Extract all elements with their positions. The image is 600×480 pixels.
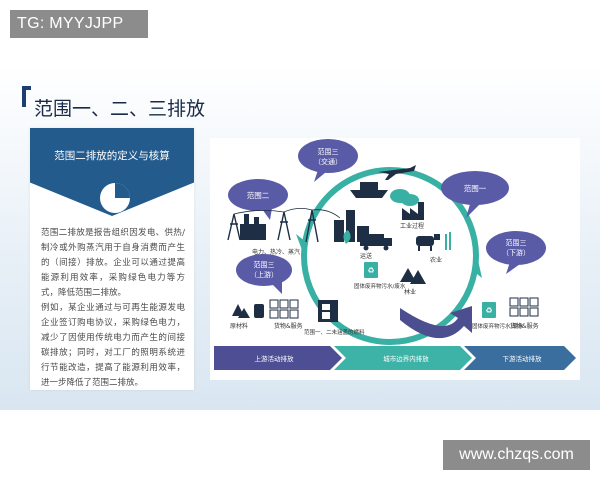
bubble-scope3-downstream-line2: （下游） <box>502 248 530 257</box>
bubble-scope3-upstream-line1: 范围三 <box>254 260 275 269</box>
arrow-company-label: 城市边界内排放 <box>383 354 429 363</box>
bubble-scope2-label: 范围二 <box>247 190 270 200</box>
bubble-scope1: 范围一 <box>441 171 509 218</box>
panel-title: 范围二排放的定义与核算 <box>54 150 170 162</box>
watermark-top: TG: MYYJJPP <box>10 10 148 38</box>
cow-icon <box>416 234 440 251</box>
power-plant-icon <box>240 214 266 240</box>
recycle-bin-icon: ♻ <box>364 262 378 278</box>
arrow-upstream-label: 上游活动排放 <box>255 354 295 363</box>
label-solid-waste: 固体废弃物污水/废水 <box>354 282 406 290</box>
power-tower-icon <box>227 208 341 243</box>
definition-panel: 范围二排放的定义与核算 范围二排放是报告组织因发电、供热/制冷或外购蒸汽用于自身… <box>30 128 194 390</box>
panel-paragraph-2: 例如，某企业通过与可再生能源发电企业签订购电协议，采购绿色电力，减少了因使用传统… <box>41 303 185 388</box>
svg-text:♻: ♻ <box>485 306 492 315</box>
label-transport: 运送 <box>360 252 372 260</box>
page-title: 范围一、二、三排放 <box>34 98 206 120</box>
watermark-bottom: www.chzqs.com <box>443 440 590 470</box>
goods-grid-icon <box>269 299 299 319</box>
plane-icon <box>378 165 416 180</box>
bubble-scope3-downstream: 范围三 （下游） <box>486 231 546 274</box>
cycle-ring <box>301 167 479 345</box>
emissions-diagram: 范围三 （交通） 范围二 范围一 范围三 （上游） 范围三 （下游） <box>210 138 580 380</box>
fuel-pump-icon <box>318 300 338 322</box>
label-fuel: 范围一、二未涵盖的燃料 <box>304 328 365 336</box>
bubble-scope3-transport: 范围三 （交通） <box>298 139 358 182</box>
bubble-scope3-upstream: 范围三 （上游） <box>236 254 292 294</box>
arrow-company <box>334 346 472 370</box>
leaf-icon <box>343 230 351 244</box>
label-raw-material: 原材料 <box>230 322 248 330</box>
recycle-bin-down-icon: ♻ <box>482 302 496 318</box>
title-corner-bracket <box>22 86 31 107</box>
factory-icon <box>402 202 424 220</box>
ship-icon <box>350 182 388 198</box>
label-industrial: 工业过程 <box>400 222 424 230</box>
raw-material-icon <box>232 304 250 318</box>
wheat-icon <box>445 232 451 250</box>
arrow-downstream <box>464 346 576 370</box>
bubble-scope3-downstream-line1: 范围三 <box>506 238 527 247</box>
bubble-scope3-transport-line2: （交通） <box>314 157 342 166</box>
label-forest: 林业 <box>404 288 416 296</box>
label-goods-services: 货物&服务 <box>274 322 303 330</box>
panel-body: 范围二排放是报告组织因发电、供热/制冷或外购蒸汽用于自身消费而产生的（间接）排放… <box>41 226 185 391</box>
panel-paragraph-1: 范围二排放是报告组织因发电、供热/制冷或外购蒸汽用于自身消费而产生的（间接）排放… <box>41 228 185 298</box>
bubble-scope1-label: 范围一 <box>464 183 487 193</box>
svg-text:♻: ♻ <box>367 266 374 275</box>
bubble-scope2: 范围二 <box>228 179 288 220</box>
cycle-arrow-right <box>472 260 482 278</box>
barrel-icon <box>254 304 264 318</box>
label-goods-services-down: 货物&服务 <box>510 322 539 330</box>
goods-grid-down-icon <box>509 297 539 317</box>
forest-icon <box>400 268 426 284</box>
arrow-upstream <box>214 346 342 370</box>
bubble-scope3-transport-line1: 范围三 <box>318 147 339 156</box>
truck-icon <box>360 234 392 251</box>
bubble-scope3-upstream-line2: （上游） <box>250 270 278 279</box>
label-agriculture: 农业 <box>430 256 442 264</box>
arrow-downstream-label: 下游活动排放 <box>503 354 543 363</box>
label-waste-water-down: 固体废弃物污水/废水 <box>472 322 524 330</box>
cloud-icon <box>390 189 419 206</box>
label-power: 电力、热冷、蒸汽 <box>252 248 300 256</box>
cycle-arrow-left <box>296 234 306 250</box>
diagram-svg: 范围三 （交通） 范围二 范围一 范围三 （上游） 范围三 （下游） <box>214 139 576 370</box>
downstream-curve-arrow <box>400 306 472 339</box>
